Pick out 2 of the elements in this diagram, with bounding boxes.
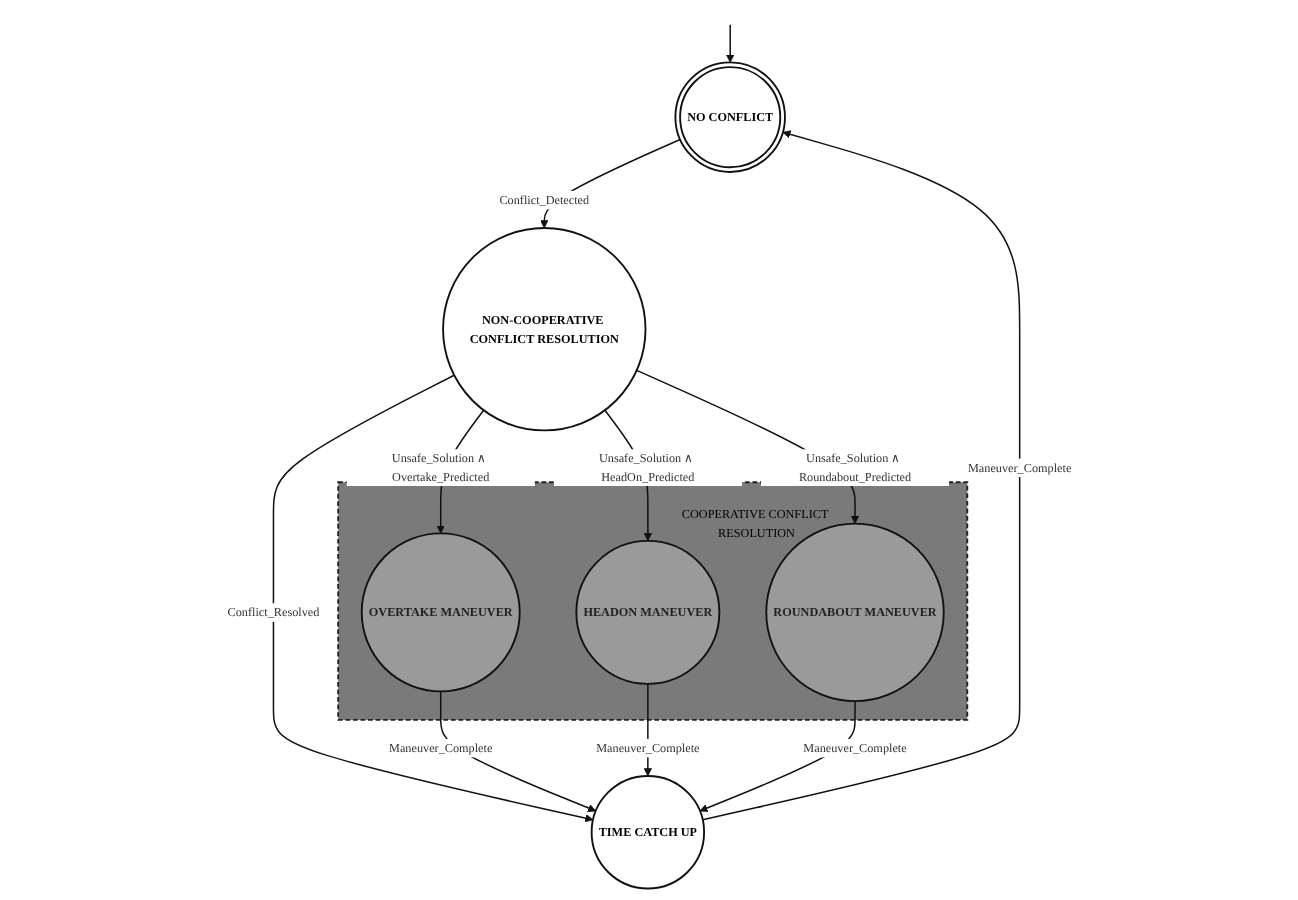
arrow	[272, 374, 593, 823]
arrow	[725, 23, 734, 63]
